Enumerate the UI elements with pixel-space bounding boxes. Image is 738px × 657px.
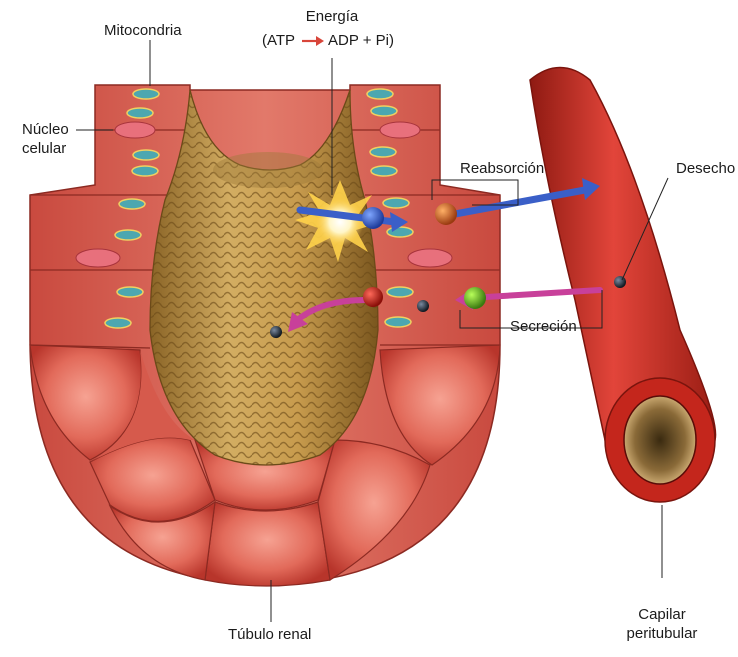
atp-adp-arrow: [302, 36, 324, 46]
red-molecule: [363, 287, 383, 307]
label-energia: Energía: [300, 8, 364, 26]
label-capilar-line2: peritubular: [620, 625, 704, 643]
label-reabsorcion: Reabsorción: [460, 160, 544, 178]
capillary-bore: [624, 396, 696, 484]
nucleus: [115, 122, 155, 138]
label-nucleo-line2: celular: [22, 140, 66, 158]
nucleus: [76, 249, 120, 267]
label-secrecion: Secreción: [510, 318, 577, 336]
orange-molecule: [435, 203, 457, 225]
waste-molecule-cell: [417, 300, 429, 312]
label-desecho: Desecho: [676, 160, 735, 178]
waste-molecule-capillary: [614, 276, 626, 288]
nucleus: [408, 249, 452, 267]
waste-molecule-lumen: [270, 326, 282, 338]
green-molecule: [464, 287, 486, 309]
nucleus: [380, 122, 420, 138]
label-capilar-line1: Capilar: [620, 606, 704, 624]
label-atp: (ATP: [262, 32, 295, 50]
label-adp: ADP + Pi): [328, 32, 394, 50]
label-nucleo-line1: Núcleo: [22, 121, 69, 139]
label-mitocondria: Mitocondria: [104, 22, 182, 40]
label-tubulo-renal: Túbulo renal: [228, 626, 311, 644]
blue-molecule: [362, 207, 384, 229]
